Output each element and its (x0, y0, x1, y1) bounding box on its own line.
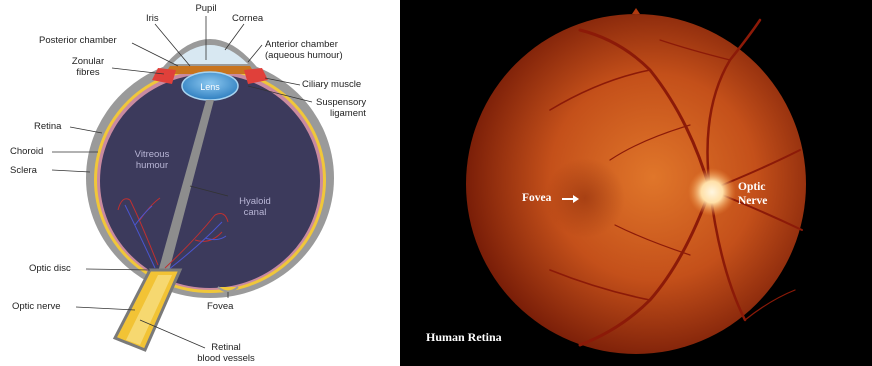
fundus-image (400, 0, 872, 366)
suspensory-ligament-label-line2: ligament (330, 109, 366, 119)
retina-label: Retina (34, 122, 61, 132)
fovea-label: Fovea (207, 302, 233, 312)
cornea-label: Cornea (232, 14, 263, 24)
choroid-label: Choroid (10, 147, 43, 157)
optic-nerve-photo-label-line1: Optic (738, 181, 765, 194)
optic-nerve-label: Optic nerve (12, 302, 61, 312)
retinal-blood-vessels-label-line2: blood vessels (186, 354, 266, 364)
zonular-fibres-label-line2: fibres (62, 68, 114, 78)
fundus-photograph: Fovea Optic Nerve Human Retina (400, 0, 872, 366)
retinal-blood-vessels-label-line1: Retinal (186, 343, 266, 353)
pupil-label: Pupil (186, 4, 226, 14)
eye-anatomy-diagram: Pupil Iris Cornea Posterior chamber Ante… (0, 0, 400, 366)
vitreous-humour-label-line1: Vitreous (122, 150, 182, 160)
vitreous-humour-label-line2: humour (122, 161, 182, 171)
sclera-label: Sclera (10, 166, 37, 176)
aqueous-humour-label: (aqueous humour) (265, 51, 343, 61)
iris-label: Iris (146, 14, 159, 24)
hyaloid-canal-label-line2: canal (230, 208, 280, 218)
hyaloid-canal-label-line1: Hyaloid (230, 197, 280, 207)
posterior-chamber-label: Posterior chamber (39, 36, 117, 46)
zonular-fibres-label-line1: Zonular (62, 57, 114, 67)
lens-label: Lens (190, 82, 230, 92)
suspensory-ligament-label-line1: Suspensory (316, 98, 366, 108)
anterior-chamber-label: Anterior chamber (265, 40, 338, 50)
human-retina-caption: Human Retina (426, 331, 502, 344)
optic-nerve-photo-label-line2: Nerve (738, 195, 767, 208)
optic-disc-bright-spot (688, 168, 736, 216)
macula-fovea-area (545, 158, 625, 238)
fovea-photo-label: Fovea (522, 192, 551, 205)
optic-disc-label: Optic disc (29, 264, 71, 274)
ciliary-muscle-label: Ciliary muscle (302, 80, 361, 90)
